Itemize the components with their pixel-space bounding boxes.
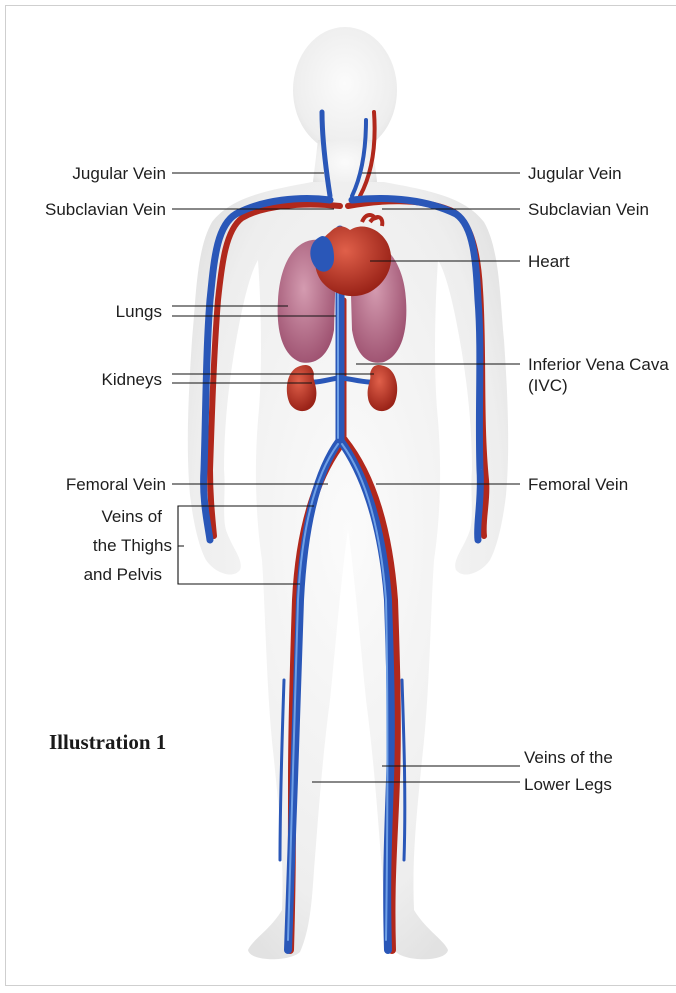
figure-frame	[5, 5, 676, 986]
